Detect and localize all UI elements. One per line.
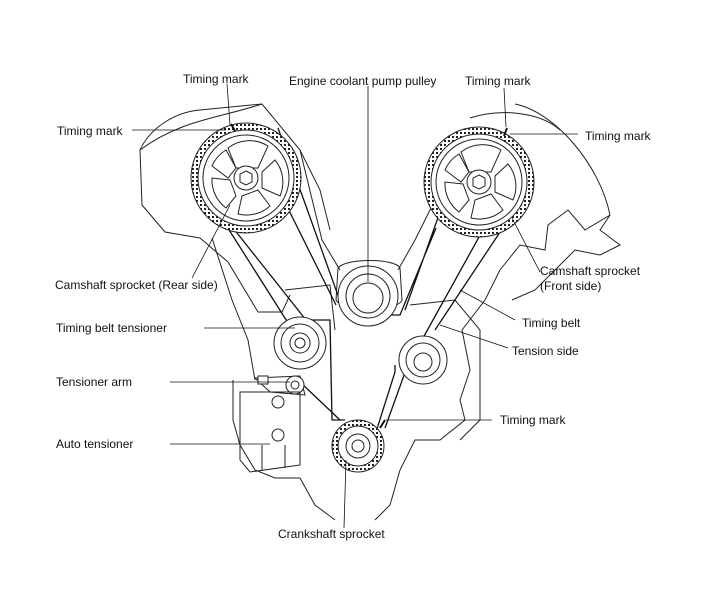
block-inner-lines (299, 149, 441, 271)
label-camshaft-sprocket-rear: Camshaft sprocket (Rear side) (55, 278, 218, 292)
auto-tensioner-assembly (239, 375, 306, 473)
label-timing-mark-top-right: Timing mark (465, 74, 531, 88)
lower-housing (284, 284, 481, 441)
label-timing-mark-right: Timing mark (585, 129, 651, 143)
leader-lines (132, 83, 578, 529)
crankshaft-sprocket (331, 419, 385, 473)
label-timing-mark-left: Timing mark (57, 124, 123, 138)
label-crankshaft-sprocket: Crankshaft sprocket (278, 527, 385, 541)
idler-pulley (398, 335, 448, 385)
cover-arc-left (139, 103, 263, 151)
label-camshaft-sprocket-front-line1: Camshaft sprocket (540, 264, 641, 278)
engine-block-left (139, 103, 336, 521)
label-timing-mark-crank: Timing mark (500, 413, 566, 427)
label-timing-belt: Timing belt (522, 316, 581, 330)
label-timing-belt-tensioner: Timing belt tensioner (56, 321, 167, 335)
engine-block-right (374, 103, 621, 521)
belt-tensioner-pulley (273, 316, 327, 370)
camshaft-sprocket-front (423, 126, 535, 238)
timing-mark-ticks (230, 123, 508, 429)
label-timing-mark-top-left: Timing mark (183, 72, 249, 86)
cover-arc-right (469, 112, 561, 131)
label-auto-tensioner: Auto tensioner (56, 437, 134, 451)
label-tensioner-arm: Tensioner arm (56, 375, 133, 389)
label-camshaft-sprocket-front-line2: (Front side) (540, 279, 602, 293)
camshaft-sprocket-rear (190, 122, 302, 234)
label-coolant-pump-pulley: Engine coolant pump pulley (289, 74, 437, 88)
label-tension-side: Tension side (512, 344, 579, 358)
